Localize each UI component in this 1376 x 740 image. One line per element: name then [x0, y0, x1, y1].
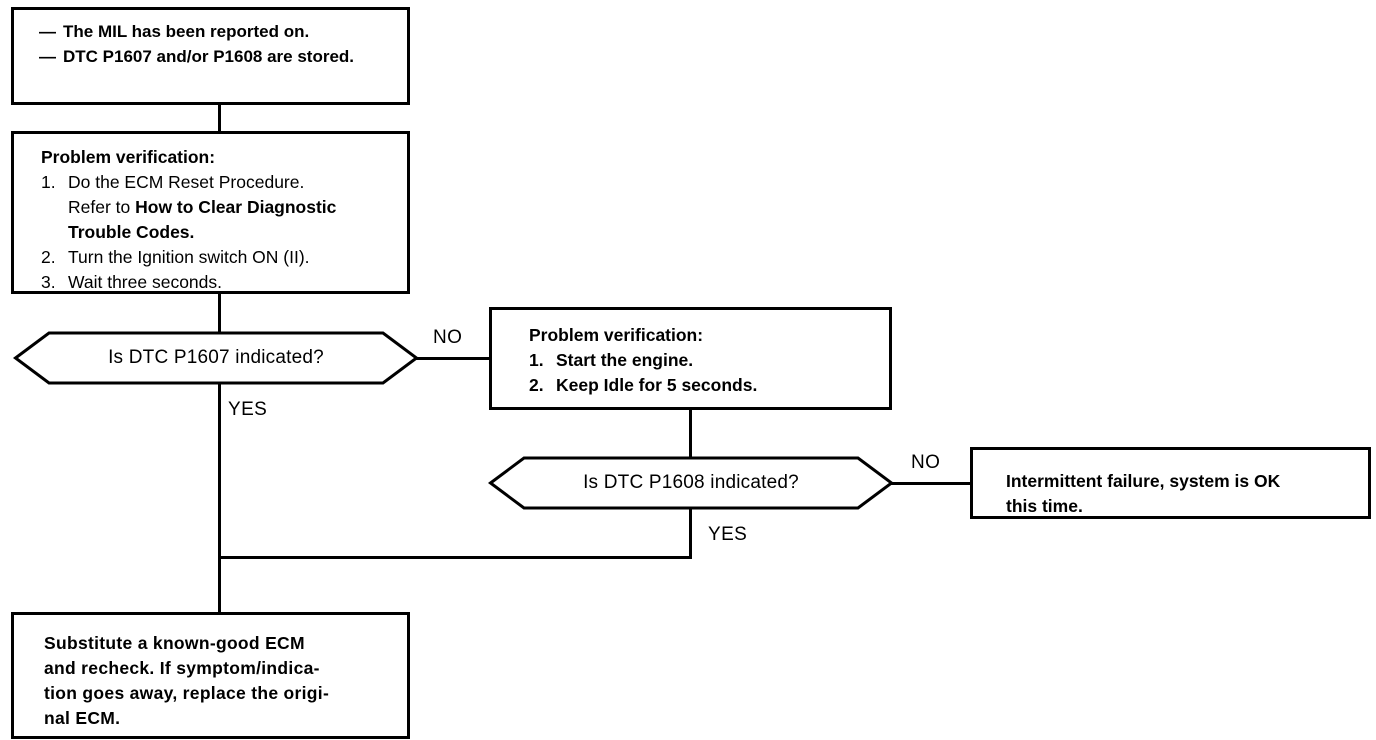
branch-label-decision2-no: NO — [911, 452, 941, 473]
connector-decision1-yes — [218, 384, 221, 560]
decision-1-label: Is DTC P1607 indicated? — [108, 347, 324, 368]
verify2-step-1: 1. Start the engine. — [529, 348, 879, 373]
symptom-bullet-1-text: The MIL has been reported on. — [63, 22, 310, 41]
connector-yes-merge — [218, 556, 692, 559]
decision-2-label: Is DTC P1608 indicated? — [583, 472, 799, 493]
substitute-line-4: nal ECM. — [44, 708, 121, 728]
verify2-step-2-number: 2. — [529, 375, 544, 395]
connector-decision2-no — [891, 482, 973, 485]
branch-label-decision2-yes: YES — [708, 524, 748, 545]
verify2-heading: Problem verification: — [529, 325, 704, 345]
substitute-line-2: and recheck. If symptom/indica- — [44, 658, 320, 678]
verify2-step-1-number: 1. — [529, 350, 544, 370]
node-decision-1: Is DTC P1607 indicated? — [12, 331, 420, 385]
substitute-line-3: tion goes away, replace the origi- — [44, 683, 330, 703]
connector-verify2-to-decision2 — [689, 409, 692, 457]
connector-symptom-to-verify1 — [218, 104, 221, 132]
node-decision-2: Is DTC P1608 indicated? — [487, 456, 895, 510]
node-intermittent-failure: Intermittent failure, system is OK this … — [970, 447, 1371, 519]
branch-label-decision1-no: NO — [433, 327, 463, 348]
connector-verify1-to-decision1 — [218, 293, 221, 333]
verify1-step-1-text: Do the ECM Reset Procedure. Refer to How… — [68, 170, 397, 245]
node-problem-verification-1: Problem verification: 1. Do the ECM Rese… — [11, 131, 410, 294]
verify1-step-1: 1. Do the ECM Reset Procedure. Refer to … — [41, 170, 397, 245]
verify2-step-2-text: Keep Idle for 5 seconds. — [556, 375, 758, 395]
node-symptom: — The MIL has been reported on. — DTC P1… — [11, 7, 410, 105]
node-substitute-ecm: Substitute a known-good ECM and recheck.… — [11, 612, 410, 739]
symptom-bullet-2: — DTC P1607 and/or P1608 are stored. — [39, 44, 393, 69]
verify2-step-1-text: Start the engine. — [556, 350, 694, 370]
branch-label-decision1-yes: YES — [228, 399, 268, 420]
verify1-step-3-number: 3. — [41, 272, 56, 292]
intermittent-line-2: this time. — [1006, 496, 1083, 516]
verify1-heading: Problem verification: — [41, 147, 216, 167]
connector-decision2-yes — [689, 508, 692, 559]
verify1-step-2-number: 2. — [41, 247, 56, 267]
verify1-step-1-number: 1. — [41, 172, 56, 192]
verify1-step-3-text: Wait three seconds. — [68, 272, 223, 292]
bullet-dash-icon: — — [39, 22, 56, 41]
intermittent-line-1: Intermittent failure, system is OK — [1006, 471, 1281, 491]
verify1-step-2: 2. Turn the Ignition switch ON (II). — [41, 245, 397, 270]
substitute-line-1: Substitute a known-good ECM — [44, 633, 305, 653]
connector-merge-to-substitute — [218, 556, 221, 614]
symptom-bullet-1: — The MIL has been reported on. — [39, 19, 393, 44]
verify1-step-3: 3. Wait three seconds. — [41, 270, 397, 295]
verify1-step-1-part-1: Do the ECM Reset Procedure. — [68, 172, 305, 192]
bullet-dash-icon: — — [39, 47, 56, 66]
decision-1-hexagon-shape — [12, 331, 420, 385]
verify2-step-2: 2. Keep Idle for 5 seconds. — [529, 373, 879, 398]
decision-2-hexagon-shape — [487, 456, 895, 510]
verify1-step-1-part-3: How to Clear Diagnostic Trouble Codes. — [68, 197, 337, 242]
verify1-step-2-text: Turn the Ignition switch ON (II). — [68, 247, 310, 267]
node-problem-verification-2: Problem verification: 1. Start the engin… — [489, 307, 892, 410]
verify1-step-1-part-2: Refer to — [68, 197, 136, 217]
symptom-bullet-2-text: DTC P1607 and/or P1608 are stored. — [63, 47, 355, 66]
connector-decision1-no — [416, 357, 492, 360]
